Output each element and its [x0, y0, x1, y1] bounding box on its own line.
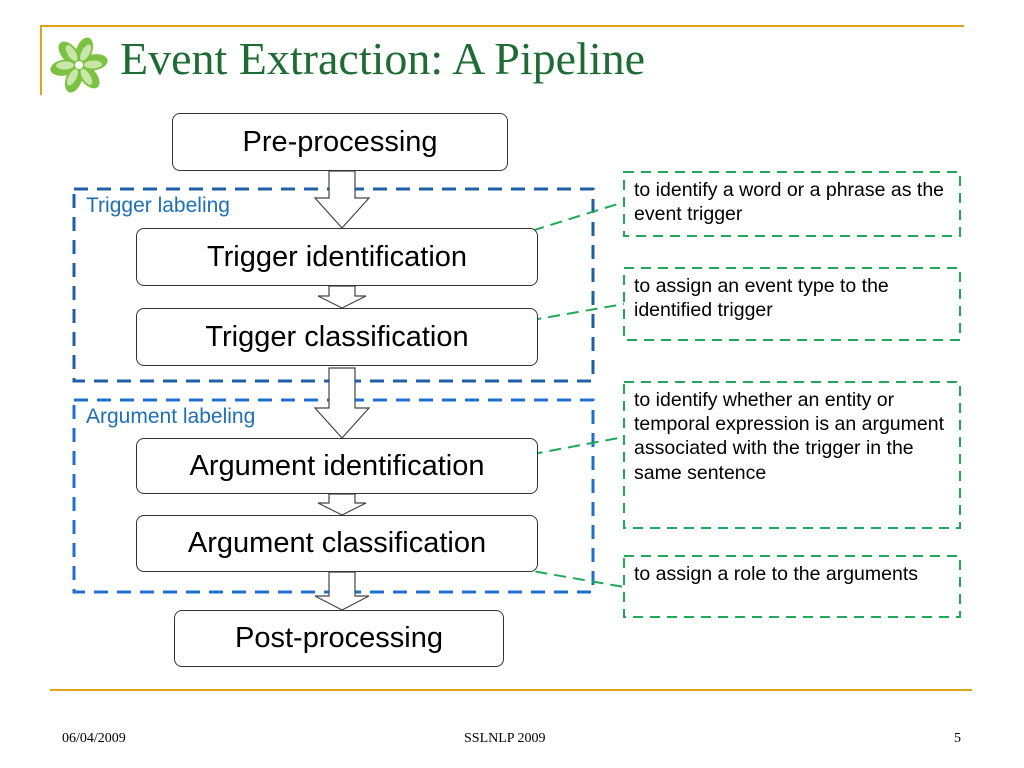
footer-venue: SSLNLP 2009 — [464, 731, 546, 746]
arrow-preprocessing-to-trigger-id — [313, 170, 371, 229]
stage-argument-identification: Argument identification — [136, 438, 538, 494]
note-box-argument-identification — [623, 381, 961, 529]
stage-trigger-classification-label: Trigger classification — [205, 320, 469, 353]
arrow-argument-id-to-argument-class — [317, 493, 367, 516]
left-rule — [40, 25, 42, 95]
note-argument-identification: to identify whether an entity or tempora… — [634, 389, 944, 484]
stage-preprocessing-label: Pre-processing — [242, 125, 438, 158]
stage-trigger-identification-label: Trigger identification — [206, 240, 468, 273]
stage-postprocessing-label: Post-processing — [235, 622, 443, 654]
trigger-labeling-label: Trigger labeling — [86, 194, 230, 217]
arrow-argument-class-to-postprocessing — [314, 571, 370, 611]
stage-trigger-identification: Trigger identification — [136, 228, 538, 286]
arrow-trigger-id-to-trigger-class — [317, 285, 367, 309]
stage-postprocessing: Post-processing — [174, 610, 504, 667]
note-trigger-identification: to identify a word or a phrase as the ev… — [634, 179, 945, 226]
stage-argument-identification-label: Argument identification — [189, 449, 485, 482]
top-rule — [40, 25, 964, 27]
note-argument-classification: to assign a role to the arguments — [634, 563, 918, 585]
stage-trigger-classification: Trigger classification — [136, 308, 538, 366]
note-box-trigger-identification — [623, 171, 961, 237]
note-box-argument-classification — [623, 555, 961, 618]
arrow-trigger-class-to-argument-id — [313, 367, 371, 439]
note-trigger-classification: to assign an event type to the identifie… — [634, 275, 889, 322]
argument-labeling-label: Argument labeling — [86, 405, 256, 428]
stage-preprocessing: Pre-processing — [172, 113, 508, 171]
footer-page-number: 5 — [954, 731, 961, 746]
bottom-rule — [50, 689, 972, 691]
stage-argument-classification-label: Argument classification — [187, 527, 487, 559]
stage-argument-classification: Argument classification — [136, 515, 538, 572]
footer-date: 06/04/2009 — [62, 731, 126, 746]
pinwheel-logo-icon — [50, 37, 108, 93]
slide-title: Event Extraction: A Pipeline — [120, 33, 646, 84]
